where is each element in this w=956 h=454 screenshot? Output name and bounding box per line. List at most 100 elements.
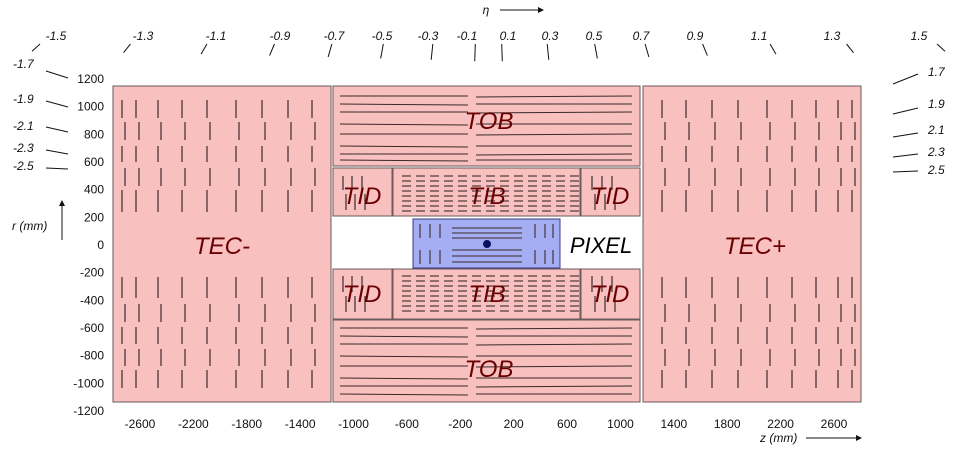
tid-top-right-region — [580, 167, 641, 217]
tec-minus-region — [112, 85, 332, 403]
eta-top-tick — [380, 43, 384, 59]
r-axis-title: r (mm) — [12, 219, 47, 233]
tid-bottom-left-label: TID — [343, 281, 382, 308]
z-tick-label: 1000 — [607, 417, 634, 431]
eta-left-label: -1.9 — [13, 92, 34, 106]
eta-top-label: -1.1 — [206, 29, 227, 43]
z-tick-label: -1800 — [231, 417, 262, 431]
eta-top-label: 1.5 — [911, 29, 928, 43]
eta-top-tick — [430, 43, 434, 60]
z-tick-label: 200 — [504, 417, 524, 431]
z-tick-label: 600 — [557, 417, 577, 431]
eta-top-label: -0.3 — [418, 29, 439, 43]
eta-left-tick — [45, 126, 69, 133]
eta-top-tick — [702, 43, 708, 56]
eta-top-tick — [594, 43, 598, 59]
eta-top-tick — [644, 43, 650, 58]
eta-right-label: 2.3 — [927, 145, 945, 159]
eta-left-tick — [45, 167, 69, 170]
tib-bottom-label: TIB — [468, 281, 505, 308]
module-line — [339, 159, 469, 162]
r-tick-label: 400 — [84, 183, 104, 197]
eta-right-label: 1.7 — [928, 65, 946, 79]
eta-left-label: -2.3 — [13, 141, 34, 155]
module-line — [475, 95, 633, 98]
eta-top-label: -1.3 — [133, 29, 154, 43]
z-tick-label: 2600 — [821, 417, 848, 431]
eta-axis-symbol: η — [483, 3, 490, 17]
z-tick-label: 1400 — [660, 417, 687, 431]
z-tick-label: 2200 — [767, 417, 794, 431]
module-line — [475, 327, 633, 330]
eta-left-tick — [45, 100, 69, 108]
eta-right-label: 1.9 — [928, 97, 945, 111]
tec-minus-label: TEC- — [194, 233, 250, 260]
eta-top-tick — [327, 43, 333, 58]
eta-right-label: 2.1 — [927, 123, 945, 137]
eta-top-label: -0.5 — [372, 29, 393, 43]
eta-top-tick — [546, 43, 550, 60]
eta-left-labels: -1.7 -1.9 -2.1 -2.3 -2.5 — [13, 57, 69, 173]
eta-top-tick — [936, 43, 946, 52]
r-tick-label: 1200 — [77, 72, 104, 86]
detector-modules — [121, 95, 856, 396]
eta-top-label: 0.3 — [542, 29, 559, 43]
tid-top-right-label: TID — [591, 183, 630, 210]
z-tick-label: -600 — [395, 417, 419, 431]
module-line — [339, 355, 469, 358]
module-line — [475, 385, 633, 388]
module-line — [475, 133, 633, 136]
module-line — [475, 153, 633, 156]
tob-bottom-region — [332, 319, 641, 403]
r-tick-label: 1000 — [77, 100, 104, 114]
r-tick-label: 600 — [84, 155, 104, 169]
eta-left-tick — [45, 70, 69, 79]
z-tick-label: -200 — [448, 417, 472, 431]
module-line — [339, 393, 469, 396]
tob-top-label: TOB — [465, 108, 514, 135]
eta-top-label: -1.5 — [46, 29, 67, 43]
module-line — [339, 377, 469, 380]
module-line — [339, 335, 469, 338]
eta-right-tick — [892, 170, 919, 173]
eta-left-label: -2.5 — [13, 159, 34, 173]
z-axis-arrow — [806, 435, 862, 441]
eta-top-label: 0.5 — [586, 29, 603, 43]
module-line — [339, 123, 469, 126]
eta-right-tick — [892, 132, 919, 138]
module-line — [475, 365, 633, 368]
eta-top-label: -0.9 — [270, 29, 291, 43]
module-line — [339, 145, 469, 148]
eta-right-label: 2.5 — [927, 163, 945, 177]
z-tick-label: -2200 — [178, 417, 209, 431]
eta-top-label: 0.7 — [633, 29, 651, 43]
tid-bottom-right-region — [580, 268, 641, 320]
eta-top-tick — [200, 43, 208, 55]
interaction-point — [483, 240, 491, 248]
z-tick-label: -1400 — [285, 417, 316, 431]
r-tick-label: -600 — [80, 321, 104, 335]
tec-plus-region — [642, 85, 862, 403]
r-tick-label: -200 — [80, 266, 104, 280]
z-tick-label: 1800 — [714, 417, 741, 431]
eta-top-tick — [846, 43, 854, 53]
eta-top-label: -0.7 — [324, 29, 346, 43]
eta-top-label: -0.1 — [457, 29, 478, 43]
r-axis-tick-labels: 120010008006004002000-200-400-600-800-10… — [73, 72, 104, 418]
module-line — [475, 343, 633, 346]
eta-left-label: -1.7 — [13, 57, 35, 71]
r-tick-label: -800 — [80, 349, 104, 363]
eta-left-label: -2.1 — [13, 119, 34, 133]
z-tick-label: -1000 — [338, 417, 369, 431]
eta-top-label: 0.9 — [687, 29, 704, 43]
r-tick-label: -400 — [80, 293, 104, 307]
eta-right-labels: 1.7 1.9 2.1 2.3 2.5 — [892, 65, 946, 177]
eta-right-tick — [892, 73, 919, 85]
eta-top-tick — [501, 43, 503, 62]
r-tick-label: 800 — [84, 127, 104, 141]
tid-bottom-right-label: TID — [591, 281, 630, 308]
tob-bottom-label: TOB — [465, 356, 514, 383]
r-tick-label: -1000 — [73, 376, 104, 390]
